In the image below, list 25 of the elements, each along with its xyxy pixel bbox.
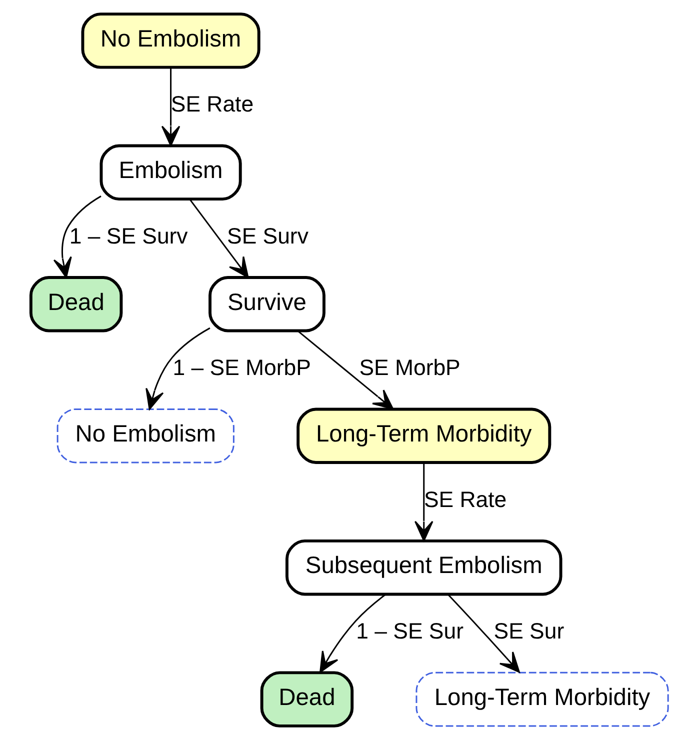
edge-label: SE Rate [424, 486, 507, 512]
node-box: No Embolism [81, 12, 260, 69]
arrow [298, 330, 394, 410]
arrow [53, 196, 102, 278]
node-box: Dead [29, 276, 123, 332]
node-box: Long-Term Morbidity [416, 672, 669, 727]
arrow [146, 327, 210, 410]
edge-label: SE Surv [227, 223, 308, 248]
node-box: Survive [208, 276, 326, 332]
arrow [414, 462, 434, 542]
edge-label: SE Rate [170, 92, 254, 117]
edge-label: SE MorbP [359, 355, 460, 380]
node-box: Subsequent Embolism [286, 539, 562, 596]
edge-label: 1 – SE MorbP [172, 355, 311, 380]
arrow [320, 594, 386, 673]
arrow [161, 68, 180, 146]
node-box: Dead [260, 671, 354, 728]
node-box: No Embolism [56, 408, 234, 464]
edge-label: 1 – SE Sur [356, 618, 464, 644]
arrow [189, 198, 249, 278]
node-box: Long-Term Morbidity [296, 408, 552, 464]
node-box: Embolism [100, 144, 242, 201]
edge-label: 1 – SE Surv [69, 223, 188, 248]
edge-label: SE Sur [494, 618, 564, 644]
arrow [447, 594, 520, 673]
